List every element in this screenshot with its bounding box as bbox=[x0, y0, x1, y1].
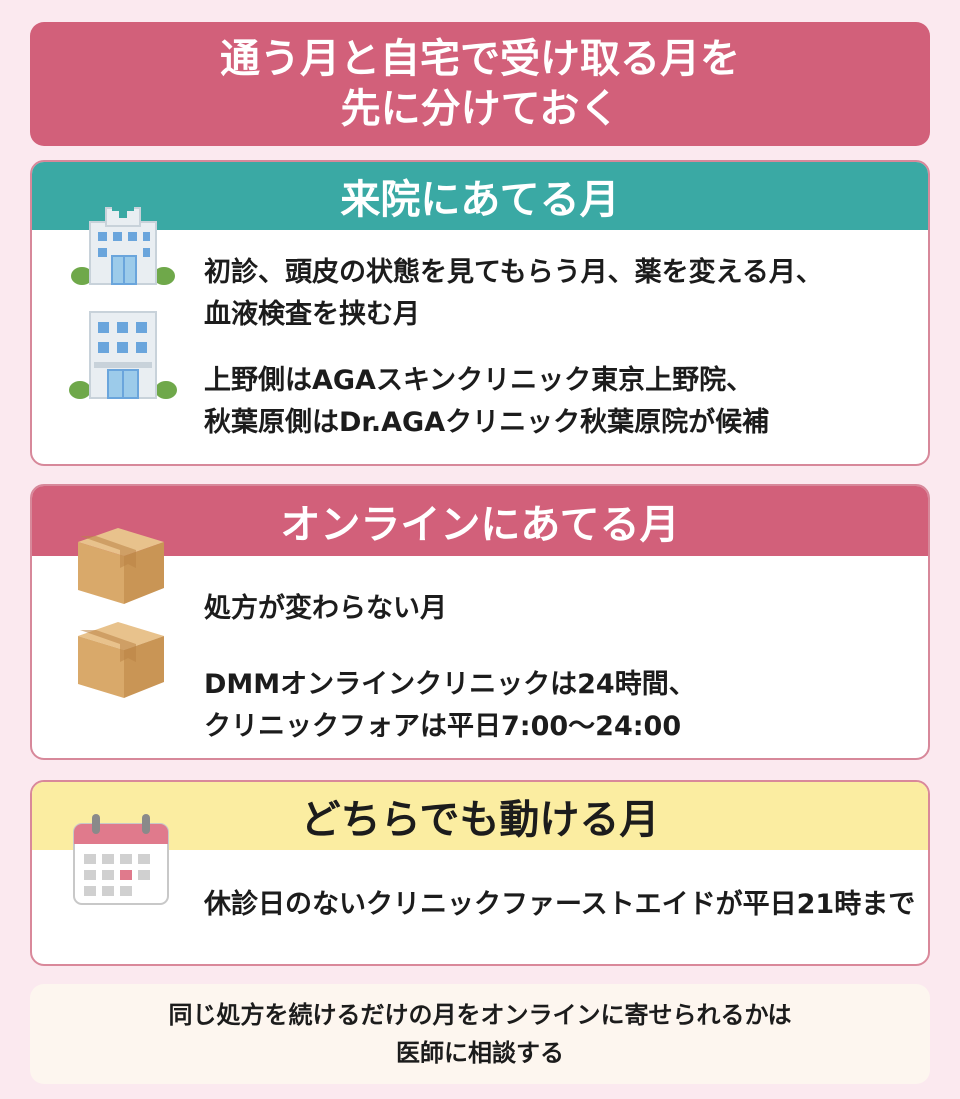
item-text: 休診日のないクリニックファーストエイドが平日21時まで bbox=[204, 889, 916, 920]
package-box-icon bbox=[78, 622, 164, 698]
section-heading: 来院にあてる月 bbox=[32, 162, 928, 230]
footer-note: 同じ処方を続けるだけの月をオンラインに寄せられるかは 医師に相談する bbox=[30, 984, 930, 1084]
item-text: DMMオンラインクリニックは24時間、 クリニックフォアは平日7:00〜24:0… bbox=[204, 669, 696, 742]
footer-line-1: 同じ処方を続けるだけの月をオンラインに寄せられるかは bbox=[168, 1001, 792, 1029]
calendar-icon bbox=[73, 814, 169, 905]
title-line-2: 先に分けておく bbox=[340, 86, 620, 132]
section-online: オンラインにあてる月 処方が変わらない月 DMMオンラインクリニックは24時間、… bbox=[30, 484, 930, 760]
title-line-1: 通う月と自宅で受け取る月を bbox=[220, 36, 740, 82]
section-heading: どちらでも動ける月 bbox=[32, 782, 928, 850]
section-heading: オンラインにあてる月 bbox=[32, 486, 928, 556]
package-box-icon bbox=[78, 528, 164, 604]
clinic-building-icon bbox=[69, 311, 177, 399]
footer-line-2: 医師に相談する bbox=[396, 1039, 564, 1067]
item-text: 上野側はAGAスキンクリニック東京上野院、 秋葉原側はDr.AGAクリニック秋葉… bbox=[204, 365, 770, 438]
item-text: 処方が変わらない月 bbox=[204, 593, 447, 624]
title-banner: 通う月と自宅で受け取る月を 先に分けておく bbox=[30, 22, 930, 146]
item-text: 初診、頭皮の状態を見てもらう月、薬を変える月、 血液検査を挟む月 bbox=[204, 257, 823, 330]
section-clinic-visit: 来院にあてる月 初診、頭皮の状態を見てもらう月、薬を変える月、 血液検査を挟む月 bbox=[30, 160, 930, 466]
section-either: どちらでも動ける月 休診日のないクリニックファーストエイドが平日21時まで bbox=[30, 780, 930, 966]
hospital-icon bbox=[71, 196, 175, 285]
